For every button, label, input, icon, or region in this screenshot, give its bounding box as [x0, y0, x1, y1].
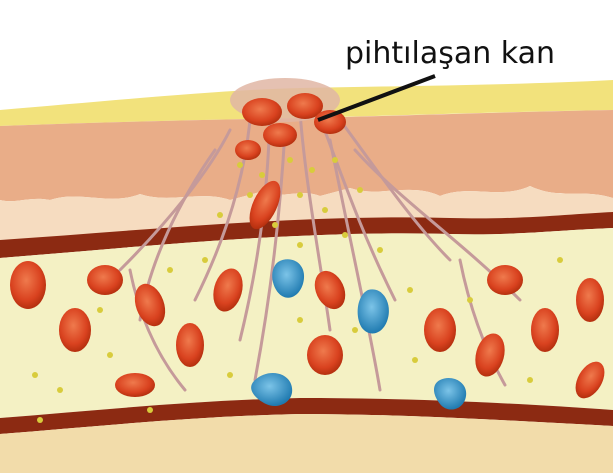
red-blood-cell: [576, 278, 604, 322]
vessel-plasma: [0, 228, 613, 418]
red-blood-cell: [487, 265, 523, 295]
red-blood-cell: [176, 323, 204, 367]
blood-vessel: [0, 212, 613, 473]
red-blood-cell: [531, 308, 559, 352]
skin-tissue: [0, 110, 613, 201]
red-blood-cell: [307, 335, 343, 375]
red-blood-cell: [115, 373, 155, 397]
clot-label: pihtılaşan kan: [345, 34, 585, 74]
red-blood-cell: [10, 261, 46, 309]
red-blood-cell: [87, 265, 123, 295]
red-blood-cell: [424, 308, 456, 352]
red-blood-cell: [59, 308, 91, 352]
